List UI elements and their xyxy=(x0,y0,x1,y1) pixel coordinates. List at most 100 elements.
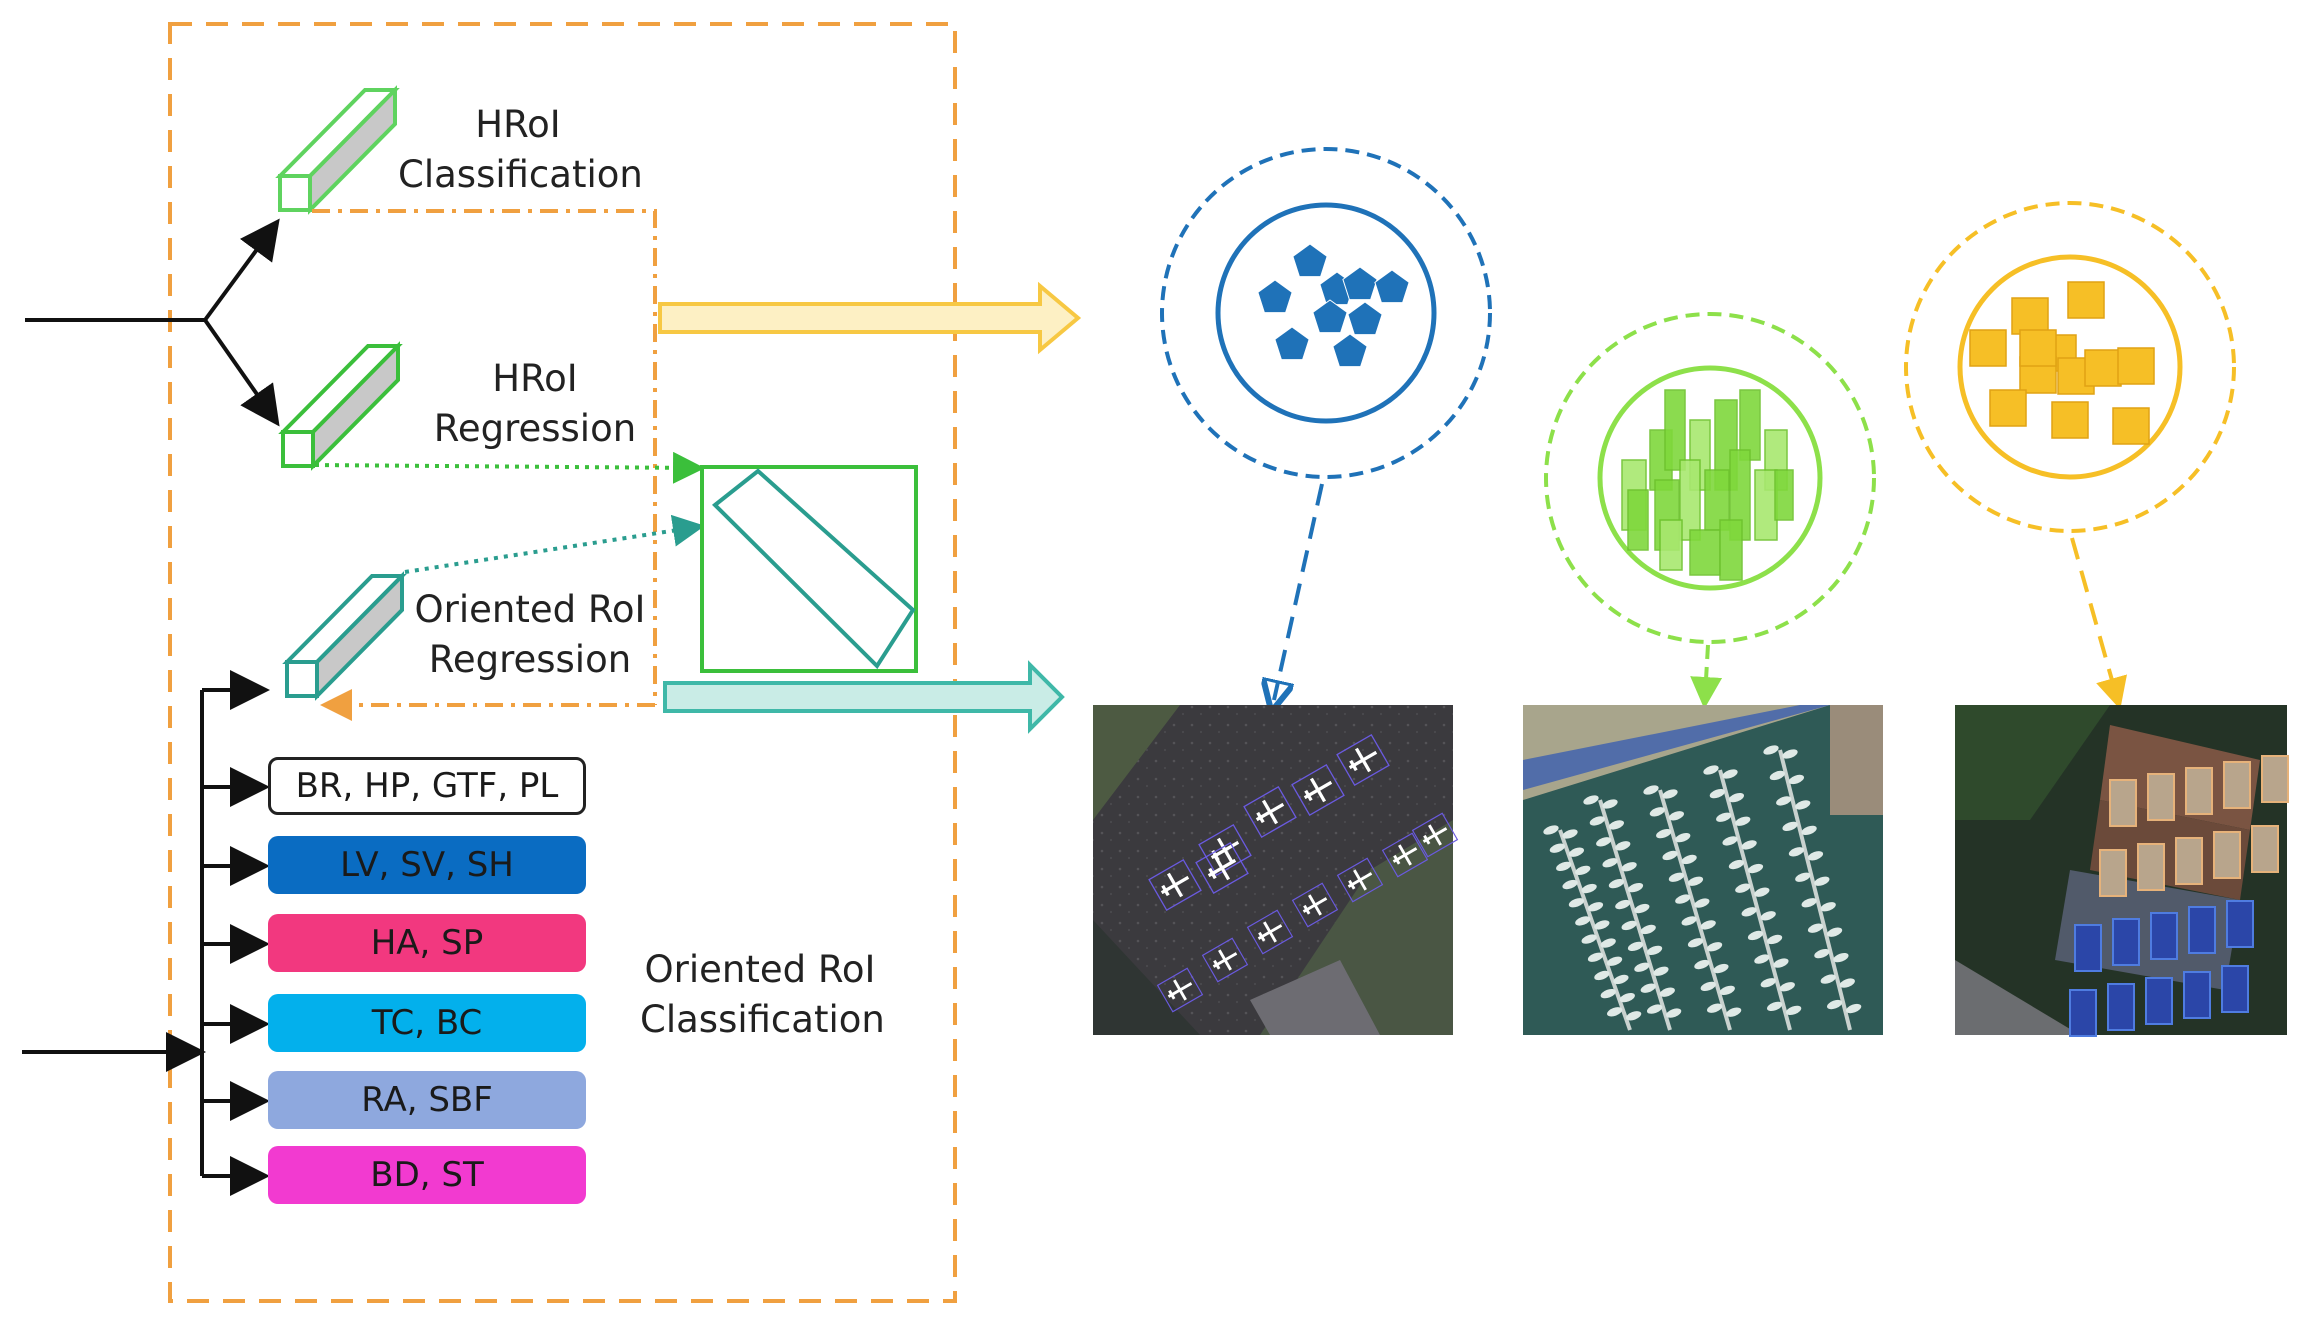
boat-icon xyxy=(1700,920,1716,930)
boat-icon xyxy=(1795,872,1811,882)
square-icon xyxy=(2019,329,2057,367)
solar-panel-icon xyxy=(2069,989,2097,1037)
boat-icon xyxy=(1543,825,1559,835)
boat-icon xyxy=(1785,1005,1802,1016)
boat-icon xyxy=(1581,883,1597,894)
boat-icon xyxy=(1600,938,1616,948)
boat-icon xyxy=(1615,899,1631,910)
pier-line xyxy=(1778,749,1852,1031)
boat-icon xyxy=(1594,970,1610,981)
rectangle-icon xyxy=(1689,529,1721,576)
boat-icon xyxy=(1659,987,1675,997)
boat-icon xyxy=(1640,924,1656,935)
boat-icon xyxy=(1773,958,1789,968)
boat-icon xyxy=(1596,837,1612,847)
boat-icon xyxy=(1587,952,1604,962)
boat-icon xyxy=(1634,962,1650,972)
square-icon xyxy=(1989,389,2027,427)
pentagon-icon xyxy=(1274,326,1310,361)
boat-icon xyxy=(1627,941,1644,952)
boat-icon xyxy=(1709,788,1726,799)
class-group-box: HA, SP xyxy=(268,914,586,972)
boat-icon xyxy=(1820,902,1836,912)
plane-icon xyxy=(1381,832,1429,878)
rectangle-icon xyxy=(1754,469,1778,541)
oriented-roi-classification-line1: Oriented RoI xyxy=(644,948,876,991)
cls-to-merge-connector xyxy=(312,209,657,705)
hroi-regression-block xyxy=(278,341,403,471)
boat-icon xyxy=(1776,796,1792,806)
boat-icon xyxy=(1719,985,1735,996)
boat-icon xyxy=(1782,821,1798,832)
pentagon-icon xyxy=(1374,269,1410,304)
boat-icon xyxy=(1801,898,1817,908)
boat-icon xyxy=(1665,1008,1682,1018)
bottom-input-arrows xyxy=(22,670,270,1196)
solar-panel-icon xyxy=(2185,767,2213,815)
boat-icon xyxy=(1675,832,1691,843)
boat-icon xyxy=(1826,927,1843,937)
boat-icon xyxy=(1754,887,1770,897)
rectangle-icon xyxy=(1659,519,1683,571)
boat-icon xyxy=(1646,1004,1663,1014)
class-group-box: RA, SBF xyxy=(268,1071,586,1129)
solar-panel-icon xyxy=(2213,831,2241,879)
boat-icon xyxy=(1568,898,1585,908)
hroi-regression-line1: HRoI xyxy=(492,357,578,400)
solar-panel-icon xyxy=(2226,900,2254,948)
boat-icon xyxy=(1549,843,1566,853)
boat-icon xyxy=(1814,948,1830,959)
boat-icon xyxy=(1608,820,1625,830)
boat-icon xyxy=(1766,934,1783,945)
solar-panel-icon xyxy=(2150,912,2178,960)
oriented-roi-regression-line1: Oriented RoI xyxy=(414,588,646,631)
solar-panel-icon xyxy=(2109,779,2137,827)
boat-icon xyxy=(1839,978,1855,988)
plane-icon xyxy=(1201,937,1249,983)
boat-icon xyxy=(1646,945,1663,956)
boat-icon xyxy=(1653,966,1669,976)
boat-icon xyxy=(1575,916,1591,926)
airport-planes-photo xyxy=(1093,705,1459,1035)
rectangle-icon xyxy=(1664,389,1686,471)
boat-icon xyxy=(1769,770,1786,781)
square-icon xyxy=(2011,297,2049,335)
rectangle-icon xyxy=(1679,459,1701,541)
boat-icon xyxy=(1613,974,1629,985)
boat-icon xyxy=(1725,1007,1742,1017)
pier-line xyxy=(1558,829,1632,1031)
yellow-output-arrow xyxy=(658,281,1082,355)
boat-icon xyxy=(1826,999,1843,1010)
boat-icon xyxy=(1722,769,1738,779)
top-input-arrows xyxy=(25,218,280,427)
boat-icon xyxy=(1728,859,1745,870)
boat-icon xyxy=(1716,812,1732,822)
boat-icon xyxy=(1562,879,1578,890)
boat-icon xyxy=(1747,863,1764,874)
square-icon xyxy=(2084,349,2122,387)
boat-icon xyxy=(1556,861,1572,872)
boat-icon xyxy=(1675,894,1691,904)
rectangle-icon xyxy=(1627,489,1649,551)
boat-icon xyxy=(1619,992,1635,1003)
boat-icon xyxy=(1760,978,1776,988)
boat-icon xyxy=(1760,911,1776,921)
pentagon-icon xyxy=(1347,301,1383,336)
rooftop-solar-photo xyxy=(1955,705,2289,1037)
solar-panel-icon xyxy=(2137,843,2165,891)
boat-icon xyxy=(1754,954,1770,964)
boat-icon xyxy=(1807,851,1824,861)
pentagon-icon xyxy=(1332,333,1368,368)
green-cluster xyxy=(1544,312,1876,709)
boat-icon xyxy=(1763,745,1779,755)
boat-icon xyxy=(1568,847,1585,857)
boat-icon xyxy=(1795,800,1811,810)
hroi-classification-line1: HRoI xyxy=(475,103,561,146)
plane-icon xyxy=(1291,763,1345,817)
pentagon-icon xyxy=(1292,243,1328,278)
boat-icon xyxy=(1779,982,1795,992)
plane-icon xyxy=(1148,858,1202,912)
plane-icon xyxy=(1195,841,1249,895)
class-group-label: RA, SBF xyxy=(361,1080,493,1120)
boat-icon xyxy=(1594,920,1610,930)
